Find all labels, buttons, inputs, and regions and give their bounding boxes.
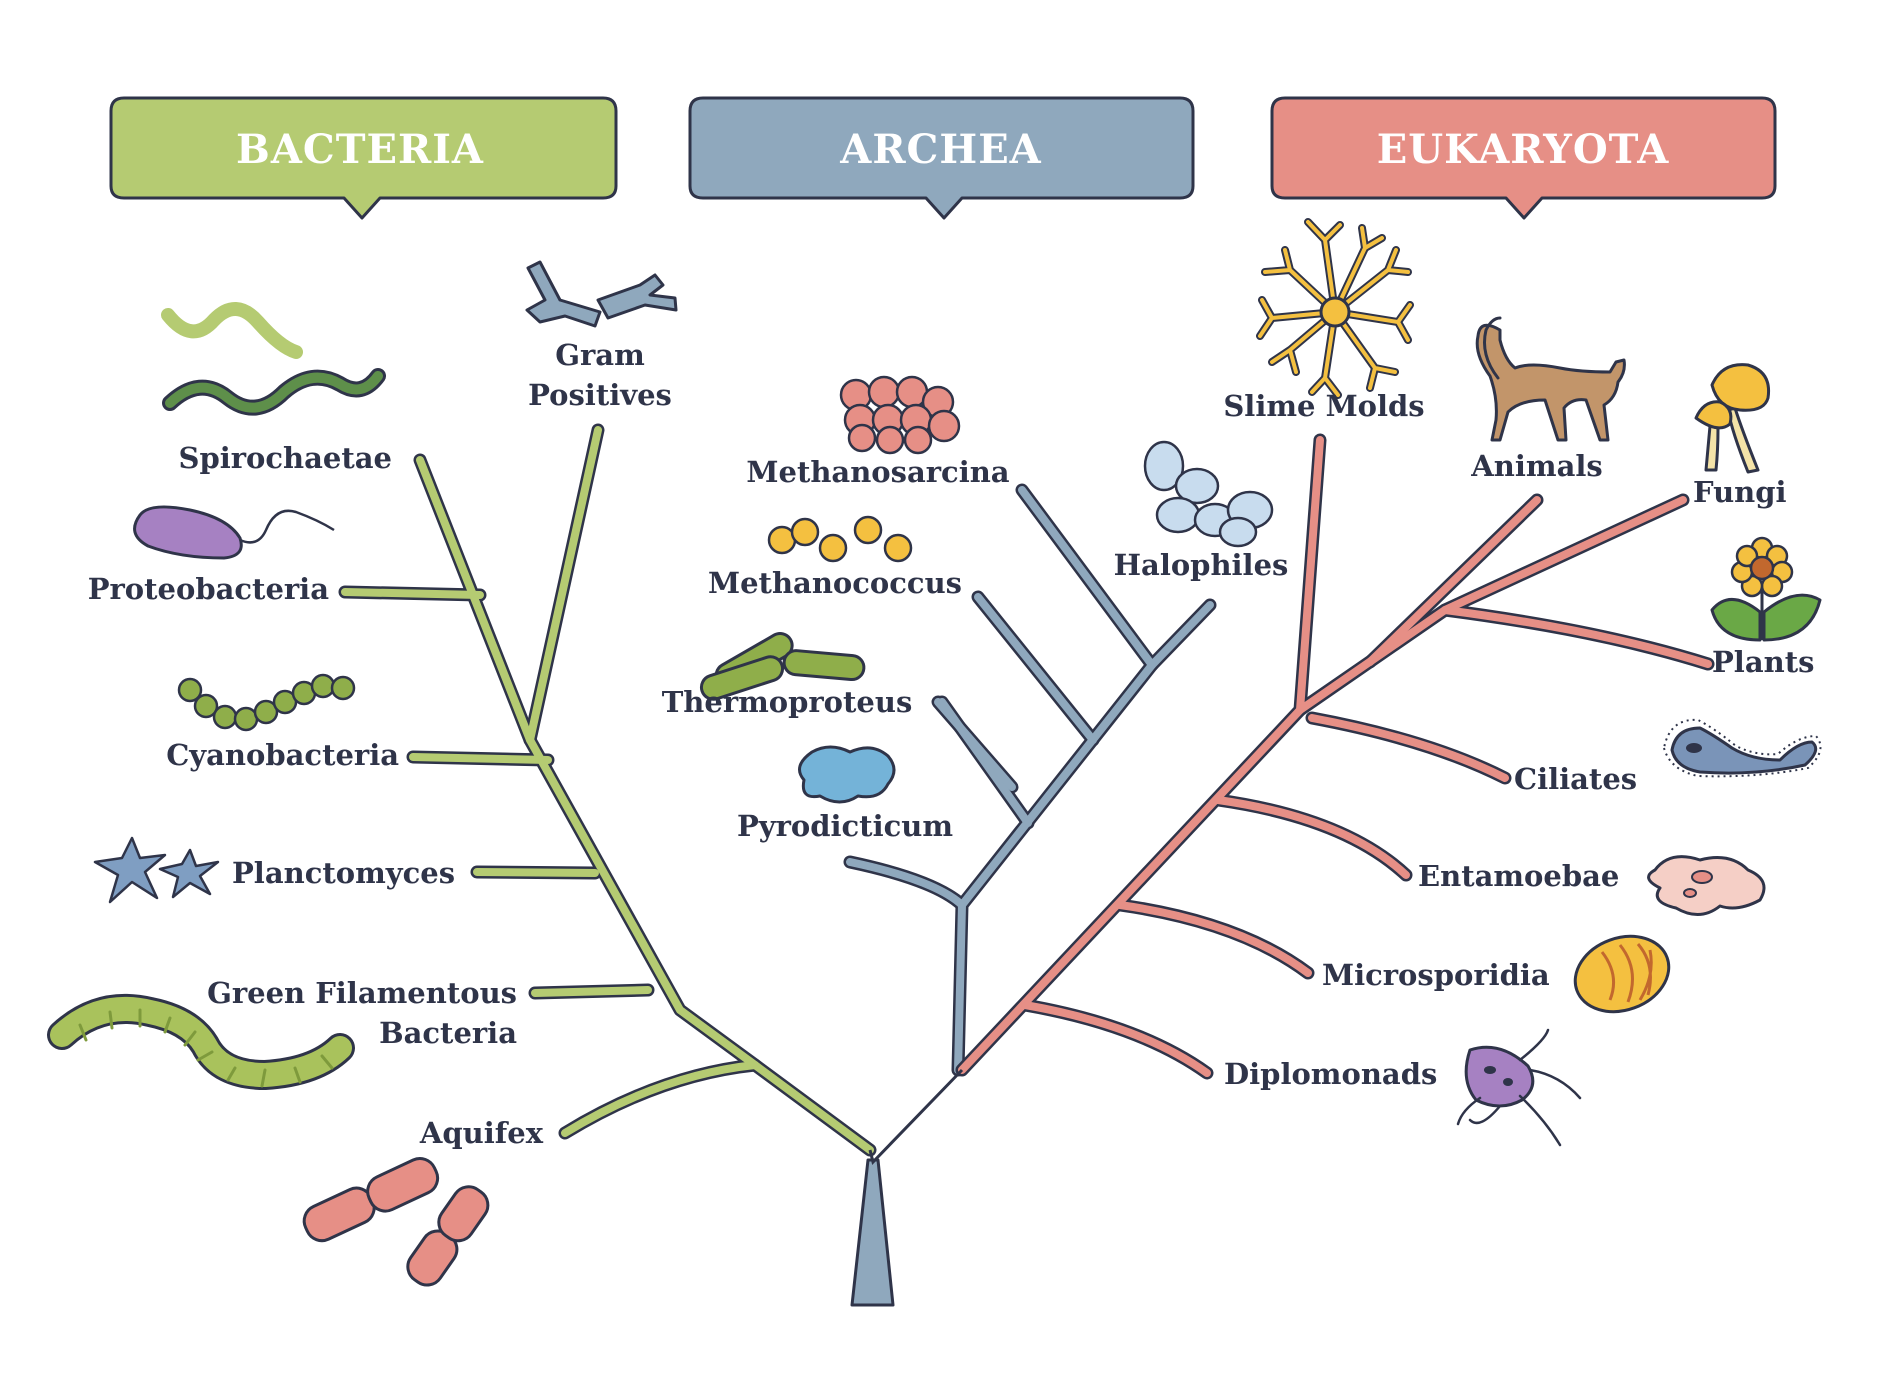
methanococcus-icon	[767, 515, 913, 563]
archea-labels: Methanosarcina Methanococcus Thermoprote…	[662, 455, 1289, 843]
cyanobacteria-icon	[177, 673, 356, 732]
fungi-icon	[1694, 363, 1771, 474]
planctomyces-icon	[93, 836, 220, 904]
label-cyanobacteria: Cyanobacteria	[166, 738, 399, 772]
bacteria-title: BACTERIA	[236, 126, 484, 173]
label-microsporidia: Microsporidia	[1322, 958, 1550, 992]
label-diplomonads: Diplomonads	[1224, 1057, 1437, 1091]
archea-title: ARCHEA	[839, 126, 1041, 173]
archea-header: ARCHEA	[688, 96, 1195, 220]
label-halophiles: Halophiles	[1114, 548, 1289, 582]
label-green-filamentous-1: Green Filamentous	[207, 976, 517, 1010]
label-aquifex: Aquifex	[419, 1116, 544, 1150]
label-slime-molds: Slime Molds	[1223, 389, 1424, 423]
label-plants: Plants	[1712, 645, 1814, 679]
aquifex-icon-2	[406, 1185, 490, 1287]
label-gram-positives-2: Positives	[528, 378, 672, 412]
label-spirochaetae: Spirochaetae	[179, 441, 392, 475]
entamoebae-icon	[1647, 855, 1766, 916]
label-pyrodicticum: Pyrodicticum	[737, 809, 953, 843]
label-green-filamentous-2: Bacteria	[379, 1016, 517, 1050]
label-fungi: Fungi	[1693, 475, 1787, 509]
tree-trunk	[850, 1158, 895, 1307]
label-entamoebae: Entamoebae	[1418, 859, 1619, 893]
diplomonads-icon	[1456, 1028, 1582, 1147]
thermoproteus-icon	[699, 632, 866, 701]
label-proteobacteria: Proteobacteria	[88, 572, 329, 606]
eukaryota-labels: Slime Molds Animals Fungi Plants Ciliate…	[1223, 389, 1814, 1091]
pyrodicticum-icon	[798, 745, 896, 804]
slime-molds-icon	[1256, 218, 1414, 399]
gram-positives-icon	[525, 260, 678, 328]
plants-icon	[1710, 536, 1822, 642]
halophiles-icon	[1143, 440, 1274, 548]
bacteria-header: BACTERIA	[109, 96, 618, 220]
label-planctomyces: Planctomyces	[232, 856, 455, 890]
label-animals: Animals	[1470, 449, 1602, 483]
label-thermoproteus: Thermoproteus	[662, 685, 913, 719]
animals-icon	[1475, 316, 1626, 442]
bacteria-labels: Spirochaetae Proteobacteria Cyanobacteri…	[88, 338, 672, 1150]
methanosarcina-icon	[839, 375, 961, 455]
label-methanococcus: Methanococcus	[708, 566, 962, 600]
ciliates-icon	[1662, 718, 1822, 778]
spirochaetae-icon	[161, 302, 386, 416]
microsporidia-icon	[1573, 934, 1671, 1014]
bacteria-branches	[338, 423, 877, 1157]
label-ciliates: Ciliates	[1514, 762, 1637, 796]
eukaryota-title: EUKARYOTA	[1377, 126, 1670, 173]
label-gram-positives-1: Gram	[555, 338, 645, 372]
aquifex-icon	[302, 1157, 440, 1243]
eukaryota-branches	[955, 433, 1715, 1080]
proteobacteria-icon	[133, 505, 335, 560]
archea-branches	[843, 483, 1217, 1077]
label-methanosarcina: Methanosarcina	[746, 455, 1009, 489]
eukaryota-header: EUKARYOTA	[1270, 96, 1777, 220]
trunk-junction	[868, 1068, 964, 1165]
green-filamentous-bacteria-icon	[47, 994, 355, 1091]
